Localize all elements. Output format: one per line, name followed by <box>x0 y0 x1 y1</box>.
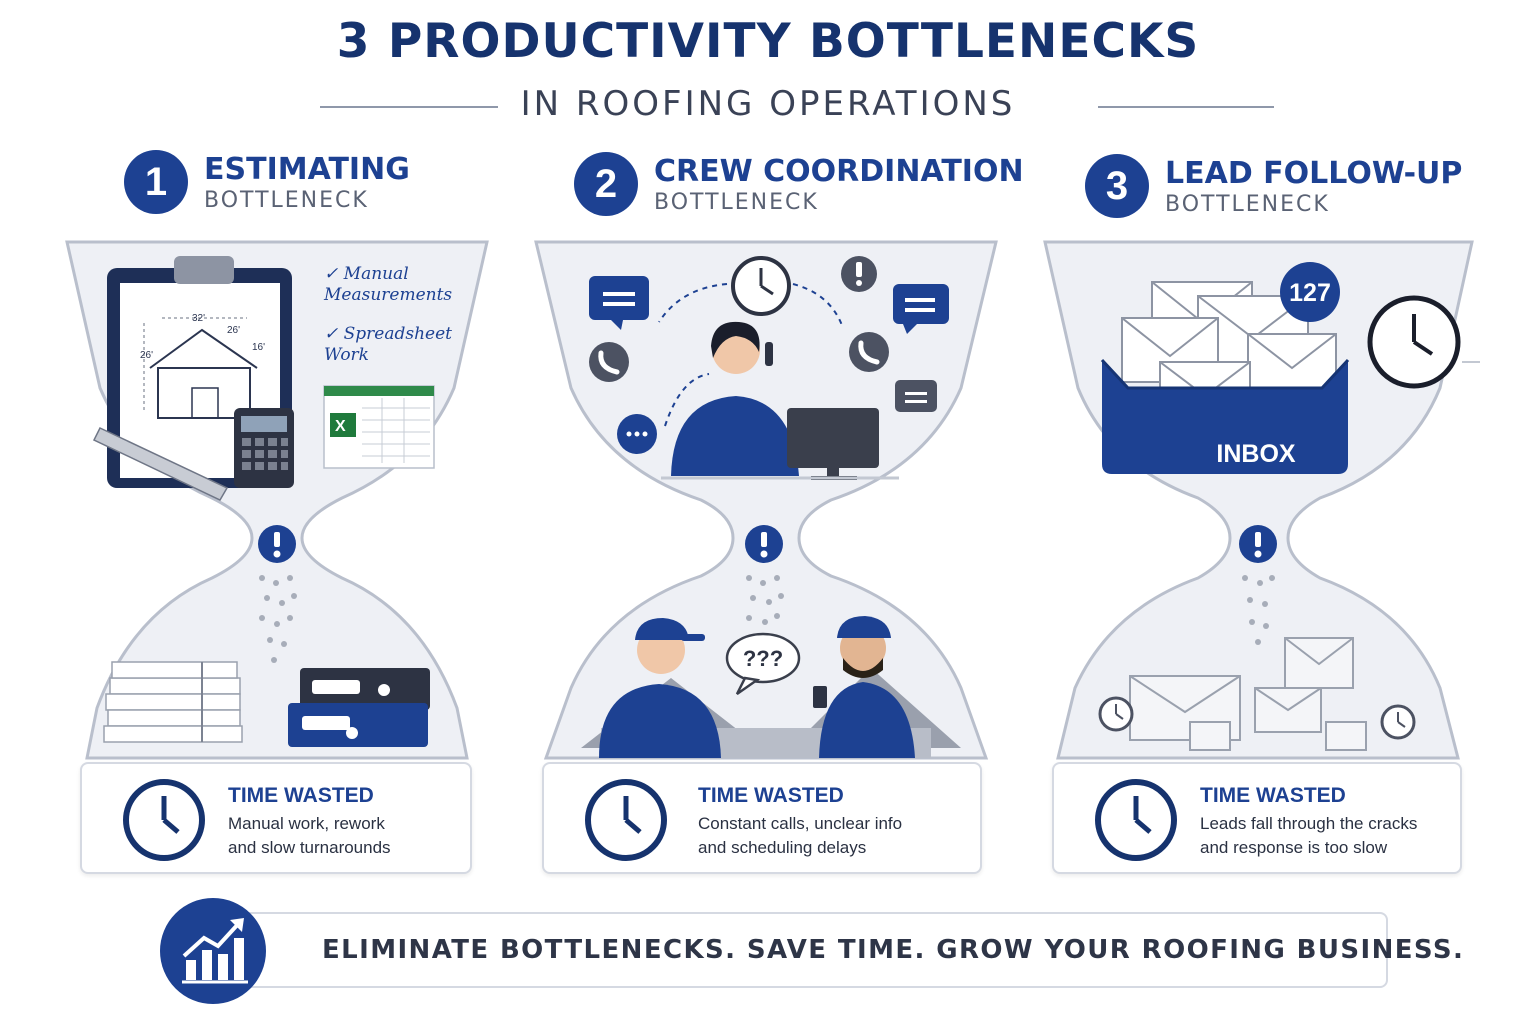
question-marks: ??? <box>743 646 783 671</box>
dim-label: 16' <box>252 342 265 353</box>
calculator-icon <box>234 408 294 488</box>
dim-label: 26' <box>140 350 153 361</box>
alert-icon <box>258 525 296 563</box>
column-subtitle: BOTTLENECK <box>654 190 819 215</box>
hourglass-leads: INBOX 127 <box>1040 238 1480 766</box>
column-title: LEAD FOLLOW-UP <box>1165 156 1463 191</box>
chat-icon <box>617 414 657 454</box>
card-title: TIME WASTED <box>228 784 374 807</box>
clock-icon <box>123 779 205 861</box>
footer-tagline: ELIMINATE BOTTLENECKS. SAVE TIME. GROW Y… <box>322 935 1465 965</box>
subtitle-rule-left <box>320 106 498 108</box>
column-1-header: 1 ESTIMATING BOTTLENECK <box>124 150 504 230</box>
note-manual-measurements: ✓ Manual Measurements <box>324 264 453 305</box>
spreadsheet-icon: X <box>323 385 435 469</box>
page-subtitle: IN ROOFING OPERATIONS <box>520 84 1016 124</box>
card-description-line: Leads fall through the cracks <box>1200 814 1418 833</box>
inbox-label: INBOX <box>1216 440 1296 468</box>
time-wasted-card-crew: TIME WASTED Constant calls, unclear info… <box>542 762 982 874</box>
page-subtitle-wrap: IN ROOFING OPERATIONS <box>0 84 1536 128</box>
alert-icon <box>841 256 877 292</box>
column-subtitle: BOTTLENECK <box>204 188 369 213</box>
ruler-icon <box>92 427 229 501</box>
chat-icon <box>589 276 649 330</box>
clock-icon <box>1367 295 1480 389</box>
chat-icon <box>895 380 937 412</box>
column-2-header: 2 CREW COORDINATION BOTTLENECK <box>574 152 1024 232</box>
card-description-line: Constant calls, unclear info <box>698 814 903 833</box>
coordinator-person-icon <box>671 321 799 476</box>
column-3-header: 3 LEAD FOLLOW-UP BOTTLENECK <box>1085 154 1462 234</box>
card-title: TIME WASTED <box>1200 784 1346 807</box>
sand-dots <box>1242 575 1275 645</box>
hourglass-crew: ??? <box>531 238 998 766</box>
time-wasted-card-estimating: TIME WASTED Manual work, rework and slow… <box>80 762 472 874</box>
worker-icon <box>599 618 721 758</box>
column-subtitle: BOTTLENECK <box>1165 192 1330 217</box>
card-description-line: and slow turnarounds <box>228 838 391 857</box>
clock-icon <box>1380 704 1416 740</box>
dim-label: 32' <box>192 313 205 324</box>
subtitle-rule-right <box>1098 106 1274 108</box>
worker-icon <box>813 616 915 758</box>
svg-text:X: X <box>335 418 346 435</box>
sand-dots <box>746 575 784 625</box>
phone-icon <box>849 332 889 372</box>
note-text: Manual Measurements <box>324 264 453 305</box>
time-wasted-card-leads: TIME WASTED Leads fall through the crack… <box>1052 762 1462 874</box>
column-title: CREW COORDINATION <box>654 154 1024 189</box>
envelope-icon <box>1129 637 1367 751</box>
unread-count-badge <box>1280 262 1340 322</box>
hourglass-frame: ??? <box>534 240 998 760</box>
page-title: 3 PRODUCTIVITY BOTTLENECKS <box>336 14 1200 69</box>
alert-icon <box>1239 525 1277 563</box>
hourglass-frame: 32' 26' 26' 16' X <box>65 240 489 760</box>
alert-icon <box>745 525 783 563</box>
column-title: ESTIMATING <box>204 152 410 187</box>
card-description-line: and response is too slow <box>1200 838 1388 857</box>
note-text: Spreadsheet Work <box>324 324 453 365</box>
number-badge: 1 <box>124 150 188 214</box>
paper-stack-icon <box>103 661 243 743</box>
note-spreadsheet-work: ✓ Spreadsheet Work <box>324 324 453 365</box>
growth-chart-icon <box>160 898 266 1004</box>
hourglass-frame: INBOX 127 <box>1043 240 1480 760</box>
clock-icon <box>585 779 667 861</box>
number-badge: 2 <box>574 152 638 216</box>
sand-dots <box>259 575 297 663</box>
binder-icon <box>288 668 430 747</box>
card-title: TIME WASTED <box>698 784 844 807</box>
clock-icon <box>731 256 791 316</box>
clock-icon <box>1095 779 1177 861</box>
clock-icon <box>1098 696 1134 732</box>
phone-icon <box>589 342 629 382</box>
card-description-line: and scheduling delays <box>698 838 867 857</box>
number-badge: 3 <box>1085 154 1149 218</box>
hourglass-estimating: 32' 26' 26' 16' X <box>62 238 492 778</box>
dim-label: 26' <box>227 325 240 336</box>
unread-count: 127 <box>1289 279 1331 307</box>
question-bubble-icon <box>725 632 801 696</box>
chat-icon <box>893 284 949 334</box>
inbox-icon <box>1100 358 1350 474</box>
footer-banner <box>200 912 1388 988</box>
card-description-line: Manual work, rework <box>228 814 385 833</box>
